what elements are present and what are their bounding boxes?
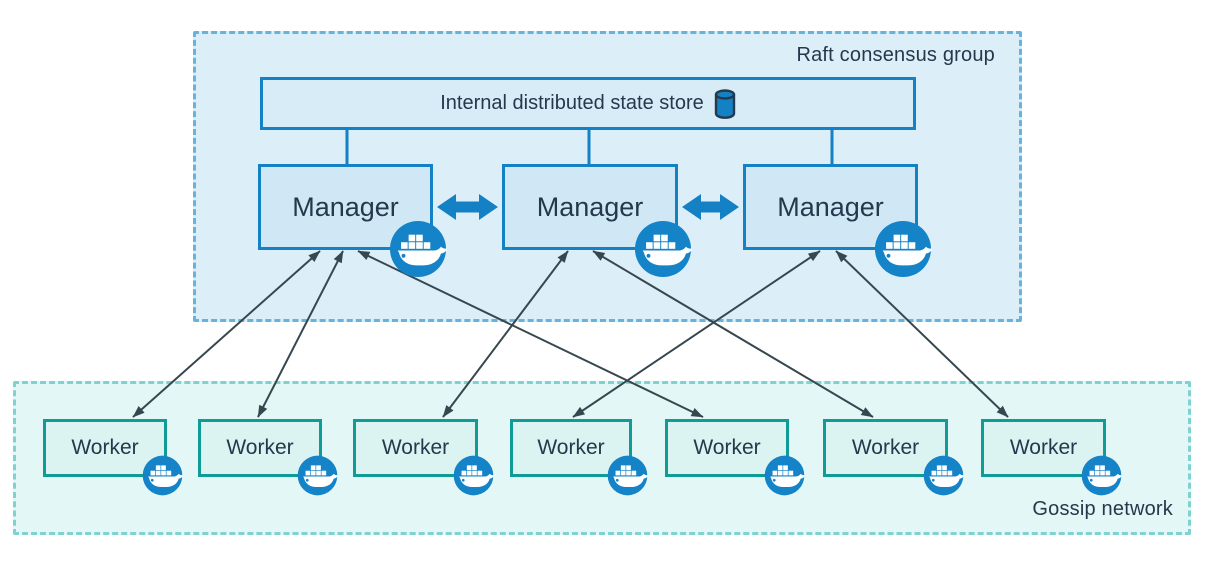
worker-label: Worker <box>226 436 294 459</box>
raft-group-label: Raft consensus group <box>796 44 995 66</box>
worker-label: Worker <box>381 436 450 459</box>
worker-label: Worker <box>851 436 920 459</box>
worker-node-7: Worker <box>981 419 1106 477</box>
manager-node-2: Manager <box>502 164 678 250</box>
worker-node-4: Worker <box>510 419 632 477</box>
database-cylinder-icon <box>714 88 735 119</box>
manager-label: Manager <box>777 191 884 222</box>
state-store-box: Internal distributed state store <box>260 77 916 130</box>
worker-label: Worker <box>71 436 139 459</box>
manager-node-1: Manager <box>258 164 433 250</box>
docker-whale-icon <box>142 455 183 496</box>
docker-whale-icon <box>923 455 964 496</box>
manager-node-3: Manager <box>743 164 918 250</box>
docker-whale-icon <box>607 455 648 496</box>
worker-node-1: Worker <box>43 419 167 477</box>
worker-node-3: Worker <box>353 419 478 477</box>
worker-label: Worker <box>693 436 761 459</box>
docker-whale-icon <box>634 220 692 278</box>
docker-whale-icon <box>764 455 805 496</box>
worker-node-6: Worker <box>823 419 948 477</box>
manager-label: Manager <box>536 191 644 222</box>
worker-node-2: Worker <box>198 419 322 477</box>
gossip-group-label: Gossip network <box>1032 498 1173 520</box>
state-store-label: Internal distributed state store <box>440 92 704 114</box>
docker-whale-icon <box>874 220 932 278</box>
manager-label: Manager <box>292 191 399 222</box>
docker-whale-icon <box>1081 455 1122 496</box>
worker-node-5: Worker <box>665 419 789 477</box>
docker-whale-icon <box>297 455 338 496</box>
worker-label: Worker <box>537 436 605 459</box>
docker-whale-icon <box>453 455 494 496</box>
worker-label: Worker <box>1009 436 1078 459</box>
docker-whale-icon <box>389 220 447 278</box>
